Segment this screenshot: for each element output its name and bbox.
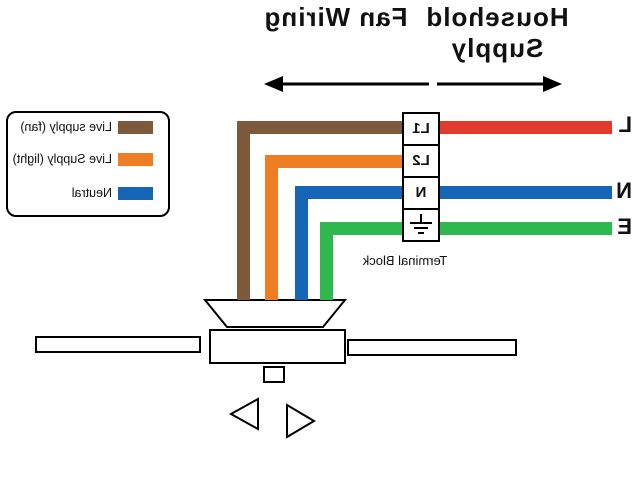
terminal-cell-n: N [402,176,440,210]
legend-swatch-brown [118,121,153,134]
earth-ground-symbol-icon [410,214,432,234]
label-supply-live: L [618,112,632,137]
wire-fan-neutral-horizontal [295,186,404,199]
legend-swatch-orange [118,153,153,166]
fan-light-right [228,397,259,431]
wire-supply-neutral [440,186,612,199]
wire-fan-neutral-vertical [295,186,308,300]
legend-swatch-blue [118,187,153,200]
legend-label: Neutral [71,186,112,200]
fan-light-left [286,403,316,439]
label-supply-neutral: N [616,178,632,203]
legend-box: Live supply (fan) Live Supply (light) Ne… [6,111,170,217]
terminal-cell-earth [402,208,440,242]
wire-supply-earth [440,222,612,235]
arrow-left-icon [437,76,562,92]
arrow-right-icon [264,76,429,92]
wire-light-live-vertical [265,155,278,300]
label-supply-earth: E [617,214,632,239]
legend-item-live-light: Live Supply (light) [8,152,168,168]
wire-fan-live-vertical [237,121,250,300]
wire-fan-live-horizontal [237,121,404,134]
fan-canopy [202,299,348,328]
fan-blade-left [347,339,517,356]
legend-label: Live supply (fan) [20,120,112,134]
legend-item-live-fan: Live supply (fan) [8,120,168,136]
fan-blade-right [35,336,201,353]
terminal-cell-l2: L2 [402,144,440,178]
wire-light-live-horizontal [265,155,404,168]
wire-fan-earth-vertical [320,222,333,300]
ceiling-fan-drawing [35,299,517,439]
legend-item-neutral: Neutral [8,186,168,202]
terminal-block-label: Terminal Block [362,253,448,268]
legend-label: Live Supply (light) [12,152,112,166]
fan-body [209,329,346,364]
terminal-cell-l1: L1 [402,112,440,146]
wire-supply-live [440,121,612,134]
fan-stem [263,366,285,383]
